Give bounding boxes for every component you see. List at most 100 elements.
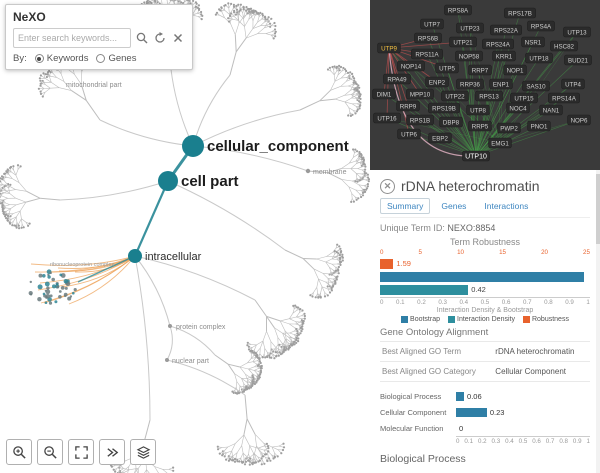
network-node[interactable]: UTP23 [456, 22, 484, 34]
network-node[interactable]: RPS4A [527, 20, 555, 32]
term-id: Unique Term ID: NEXO:8854 [380, 223, 590, 233]
svg-text:HSC82: HSC82 [554, 43, 575, 50]
network-node[interactable]: NOC4 [506, 102, 530, 114]
bottom-axis-label: Interaction Density & Bootstrap [436, 307, 534, 314]
svg-text:RPS1B: RPS1B [410, 117, 430, 124]
network-node[interactable]: UTP21 [449, 36, 477, 48]
network-node[interactable]: RPS1B [406, 114, 434, 126]
gene-network-canvas[interactable]: RPS8A RPS17B UTP7 UTP23 RPS22A RPS4A UTP13RPS6… [370, 0, 600, 170]
interaction-density-bar-row: 0.42 [380, 283, 590, 296]
network-node[interactable]: RRP7 [468, 64, 492, 76]
network-node[interactable]: NOP14 [397, 60, 425, 72]
reset-icon[interactable] [153, 31, 167, 45]
node-cell-part[interactable] [158, 171, 178, 191]
network-node[interactable]: NSR1 [521, 36, 545, 48]
network-node[interactable]: PNO1 [527, 120, 551, 132]
svg-text:RPS17B: RPS17B [508, 10, 532, 17]
network-node[interactable]: RRP9 [396, 100, 420, 112]
network-node[interactable]: RPA49 [383, 73, 411, 85]
svg-text:UTP9: UTP9 [381, 45, 397, 52]
network-node[interactable]: NOP6 [567, 114, 591, 126]
network-node[interactable]: UTP9 [377, 42, 401, 54]
node-protein-complex[interactable] [168, 324, 172, 328]
network-node[interactable]: HSC82 [550, 40, 578, 52]
tab-interactions[interactable]: Interactions [484, 201, 529, 211]
label-cell-part: cell part [181, 173, 239, 190]
network-node[interactable]: RPS14A [548, 92, 580, 104]
network-node[interactable]: UTP16 [373, 112, 401, 124]
network-node[interactable]: UTP4 [561, 78, 585, 90]
network-node[interactable]: RRP36 [456, 78, 484, 90]
close-detail-button[interactable]: ✕ [380, 178, 395, 194]
svg-text:UTP6: UTP6 [401, 131, 417, 138]
detail-tabs: Summary Genes Interactions [380, 198, 590, 218]
network-node[interactable]: UTP5 [435, 62, 459, 74]
svg-text:PNO1: PNO1 [531, 123, 548, 130]
network-node[interactable]: SAS10 [522, 80, 550, 92]
table-row: Best Aligned GO Term rDNA heterochromati… [380, 341, 590, 361]
network-node[interactable]: ENP2 [425, 76, 449, 88]
zoom-in-icon [12, 445, 26, 459]
svg-text:UTP22: UTP22 [445, 93, 465, 100]
radio-genes[interactable] [96, 54, 106, 63]
network-node[interactable]: UTP18 [525, 52, 553, 64]
fit-content-button[interactable] [68, 439, 94, 465]
network-node[interactable]: DBP8 [439, 116, 463, 128]
scrollbar-thumb[interactable] [596, 174, 600, 244]
network-node[interactable]: RPS19B [428, 102, 460, 114]
network-node[interactable]: RPS22A [490, 24, 522, 36]
search-input[interactable] [13, 28, 131, 48]
ontology-tree-canvas[interactable]: cellular_component cell part intracellul… [0, 0, 370, 473]
network-node[interactable]: UTP13 [563, 26, 591, 38]
network-node[interactable]: ENP1 [489, 78, 513, 90]
network-node[interactable]: UTP8 [466, 104, 490, 116]
network-node[interactable]: RPS13 [475, 90, 503, 102]
network-node[interactable]: EMG1 [488, 137, 512, 149]
search-icon[interactable] [135, 31, 149, 45]
expand-all-button[interactable] [99, 439, 125, 465]
network-node[interactable]: KRR1 [492, 50, 516, 62]
detail-scrollbar[interactable] [596, 170, 600, 473]
zoom-in-button[interactable] [6, 439, 32, 465]
node-cellular-component[interactable] [182, 135, 204, 157]
node-membrane[interactable] [305, 168, 311, 174]
svg-text:EBP2: EBP2 [432, 135, 448, 142]
radio-keywords[interactable] [34, 54, 44, 63]
network-node[interactable]: BUD21 [564, 54, 592, 66]
network-node[interactable]: UTP10 [462, 150, 490, 162]
network-node[interactable]: UTP22 [441, 90, 469, 102]
node-intracellular[interactable] [128, 249, 142, 263]
network-node[interactable]: RPS6B [414, 32, 442, 44]
network-node[interactable]: RPS8A [444, 4, 472, 16]
network-node[interactable]: MPP10 [406, 88, 434, 100]
svg-text:RPS8A: RPS8A [448, 7, 469, 14]
clear-icon[interactable] [171, 31, 185, 45]
layers-button[interactable] [130, 439, 156, 465]
svg-text:UTP15: UTP15 [514, 95, 534, 102]
ontology-tree-panel[interactable]: cellular_component cell part intracellul… [0, 0, 370, 473]
node-nuclear-part[interactable] [165, 358, 169, 362]
svg-text:RRP5: RRP5 [472, 123, 489, 130]
network-node[interactable]: EBP2 [428, 132, 452, 144]
network-node[interactable]: NOP1 [503, 64, 527, 76]
tab-genes[interactable]: Genes [441, 201, 467, 211]
network-node[interactable]: NAN1 [539, 104, 563, 116]
gene-cluster[interactable] [28, 269, 77, 305]
network-node[interactable]: PWP2 [497, 122, 521, 134]
zoom-out-button[interactable] [37, 439, 63, 465]
network-node[interactable]: UTP15 [510, 92, 538, 104]
network-node[interactable]: RPS11A [411, 48, 443, 60]
network-node[interactable]: RRP5 [468, 120, 492, 132]
network-node[interactable]: DIM1 [372, 88, 396, 100]
network-node[interactable]: UTP7 [420, 18, 444, 30]
go-term-label: Best Aligned GO Term [382, 347, 461, 356]
network-node[interactable]: RPS24A [482, 38, 514, 50]
tab-summary[interactable]: Summary [380, 198, 431, 214]
network-node[interactable]: NOP58 [455, 50, 483, 62]
search-by-label: By: [13, 53, 27, 64]
network-node[interactable]: UTP6 [397, 128, 421, 140]
network-node[interactable]: RPS17B [504, 7, 536, 19]
